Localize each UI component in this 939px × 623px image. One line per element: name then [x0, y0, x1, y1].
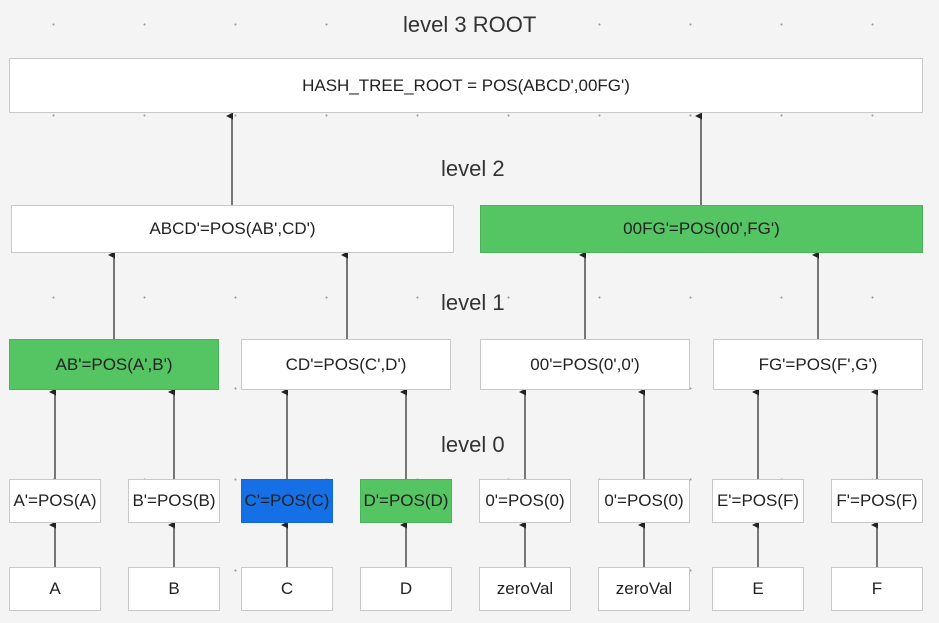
level-0-label: level 0 [441, 432, 505, 457]
node-c-prime: C'=POS(C) [241, 479, 333, 523]
level-1-label: level 1 [441, 290, 505, 315]
node-zero-prime-2: 0'=POS(0) [598, 479, 690, 523]
node-00fg: 00FG'=POS(00',FG') [480, 205, 923, 253]
node-cd: CD'=POS(C',D') [241, 339, 451, 390]
node-f-prime: F'=POS(F) [831, 479, 923, 523]
leaf-d: D [360, 567, 452, 611]
leaf-c: C [241, 567, 333, 611]
leaf-b: B [128, 567, 220, 611]
node-e-prime: E'=POS(F) [712, 479, 804, 523]
node-d-prime: D'=POS(D) [360, 479, 452, 523]
node-00: 00'=POS(0',0') [480, 339, 690, 390]
leaf-f: F [831, 567, 923, 611]
leaf-a: A [9, 567, 101, 611]
node-b-prime: B'=POS(B) [128, 479, 220, 523]
leaf-e: E [712, 567, 804, 611]
node-abcd: ABCD'=POS(AB',CD') [11, 205, 454, 253]
node-hash-tree-root: HASH_TREE_ROOT = POS(ABCD',00FG') [9, 58, 923, 113]
level-2-label: level 2 [441, 156, 505, 181]
node-fg: FG'=POS(F',G') [713, 339, 923, 390]
node-a-prime: A'=POS(A) [9, 479, 101, 523]
level-3-label: level 3 ROOT [403, 12, 537, 37]
leaf-zeroval-1: zeroVal [479, 567, 571, 611]
node-zero-prime-1: 0'=POS(0) [479, 479, 571, 523]
node-ab: AB'=POS(A',B') [9, 339, 219, 390]
leaf-zeroval-2: zeroVal [598, 567, 690, 611]
